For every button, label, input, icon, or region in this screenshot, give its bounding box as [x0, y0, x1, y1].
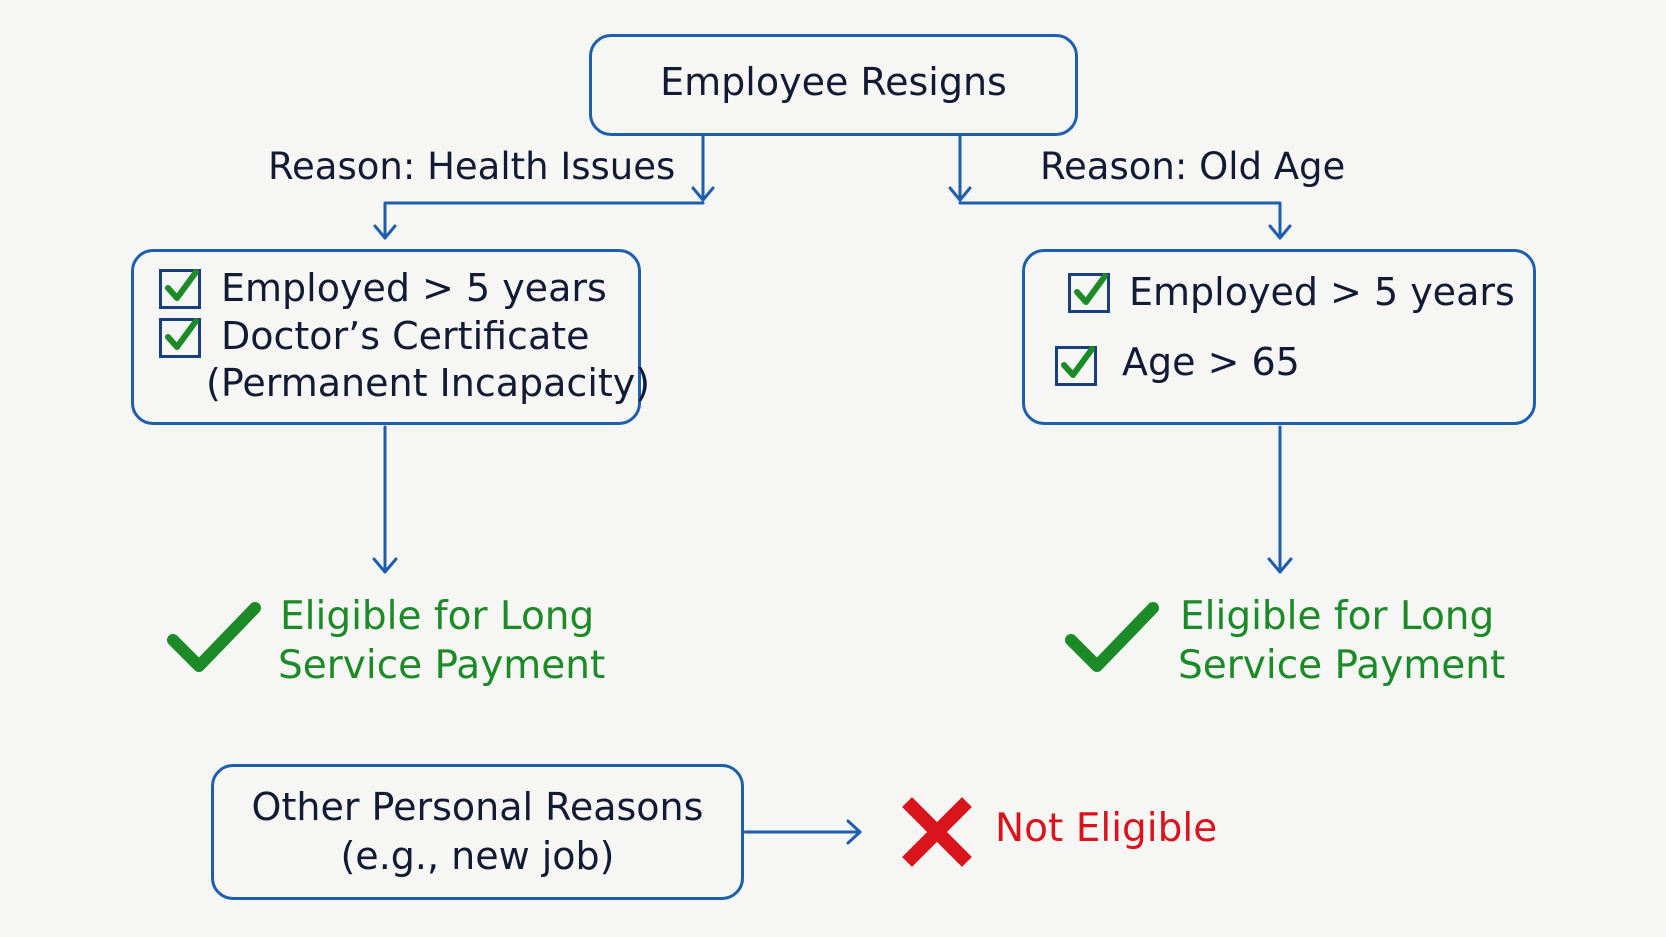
connector-left — [383, 201, 705, 240]
reason-old-age-label: Reason: Old Age — [1040, 145, 1346, 188]
left-result-line1: Eligible for Long — [280, 594, 595, 639]
start-label: Employee Resigns — [660, 60, 1007, 104]
condition-age: Age > 65 — [1122, 340, 1300, 384]
check-mark-icon — [167, 602, 261, 672]
left-result-line2: Service Payment — [278, 643, 606, 688]
checkbox-icon — [1055, 346, 1097, 386]
start-node — [589, 34, 1078, 136]
health-conditions-box — [131, 249, 641, 425]
reason-health-label: Reason: Health Issues — [268, 145, 676, 188]
condition-employed-left: Employed > 5 years — [221, 266, 607, 310]
other-reasons-label-line2: (e.g., new job) — [340, 834, 615, 878]
checkbox-icon — [159, 318, 201, 358]
right-result-line1: Eligible for Long — [1180, 594, 1495, 639]
other-reasons-box — [211, 764, 744, 900]
connector-right — [958, 201, 1282, 240]
other-reasons-label-line1: Other Personal Reasons — [251, 785, 704, 829]
not-eligible-label: Not Eligible — [995, 806, 1218, 851]
checkbox-icon — [159, 269, 201, 309]
check-mark-icon — [1065, 602, 1159, 672]
condition-note: (Permanent Incapacity) — [206, 361, 651, 405]
condition-doctor-certificate: Doctor’s Certificate — [221, 314, 590, 358]
cross-mark-icon — [902, 797, 972, 867]
right-result-line2: Service Payment — [1178, 643, 1506, 688]
condition-employed-right: Employed > 5 years — [1129, 270, 1515, 314]
checkbox-icon — [1068, 273, 1110, 313]
